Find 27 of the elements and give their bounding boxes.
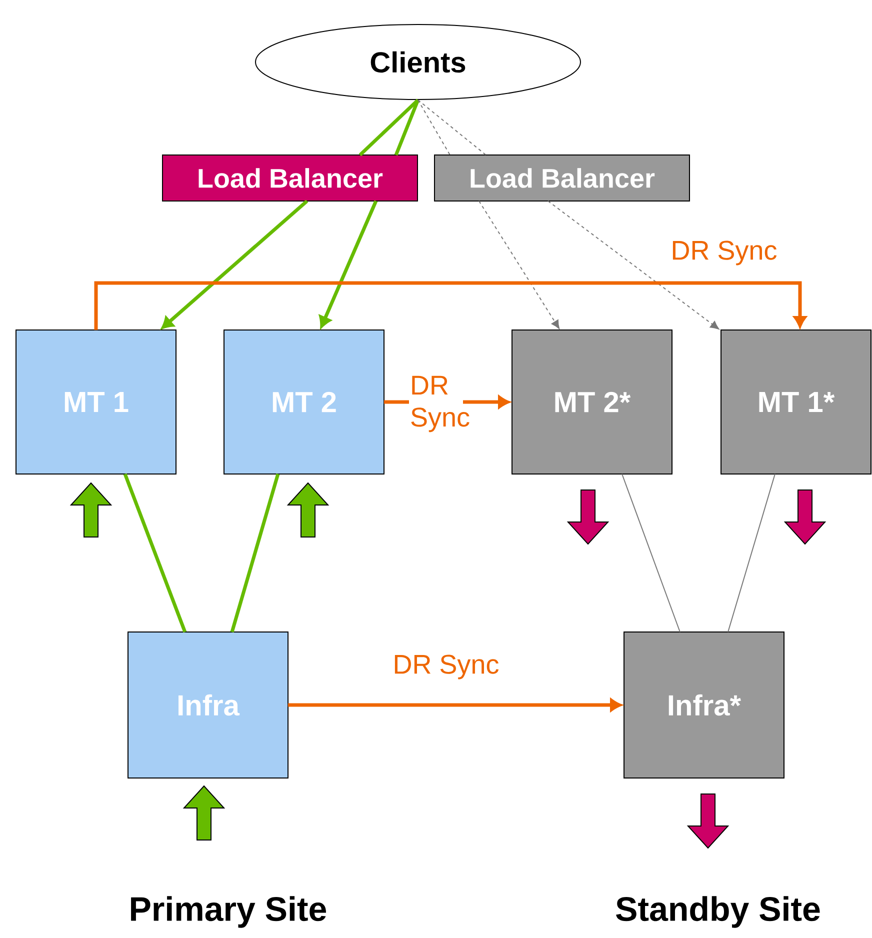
connector-line [358,98,420,156]
arrow [288,698,622,712]
server-box: Infra* [624,632,784,778]
connector-line [418,100,450,156]
server-box: MT 1 [16,330,176,474]
server-box: MT 2 [224,330,384,474]
arrow [94,281,806,330]
balancer-box: Load Balancer [434,154,690,202]
edge-label: DR Sync [409,374,470,434]
site-label: Primary Site [131,896,326,928]
connector-line [123,473,187,633]
balancer-box: Load Balancer [162,154,418,202]
site-label: Standby Site [616,896,820,928]
server-box: MT 2* [512,330,672,474]
edge-label: DR Sync [392,654,500,680]
connector-line [728,474,776,632]
connector-line [394,99,420,156]
arrow [548,200,720,330]
server-box: Infra [128,632,288,778]
edge-label: DR Sync [670,240,778,266]
arrow [319,200,378,328]
connector-line [418,100,486,156]
arrow [162,200,308,329]
connector-line [622,474,680,632]
arrow [478,200,560,330]
server-box: MT 1* [720,330,872,474]
connector-line [230,474,280,632]
